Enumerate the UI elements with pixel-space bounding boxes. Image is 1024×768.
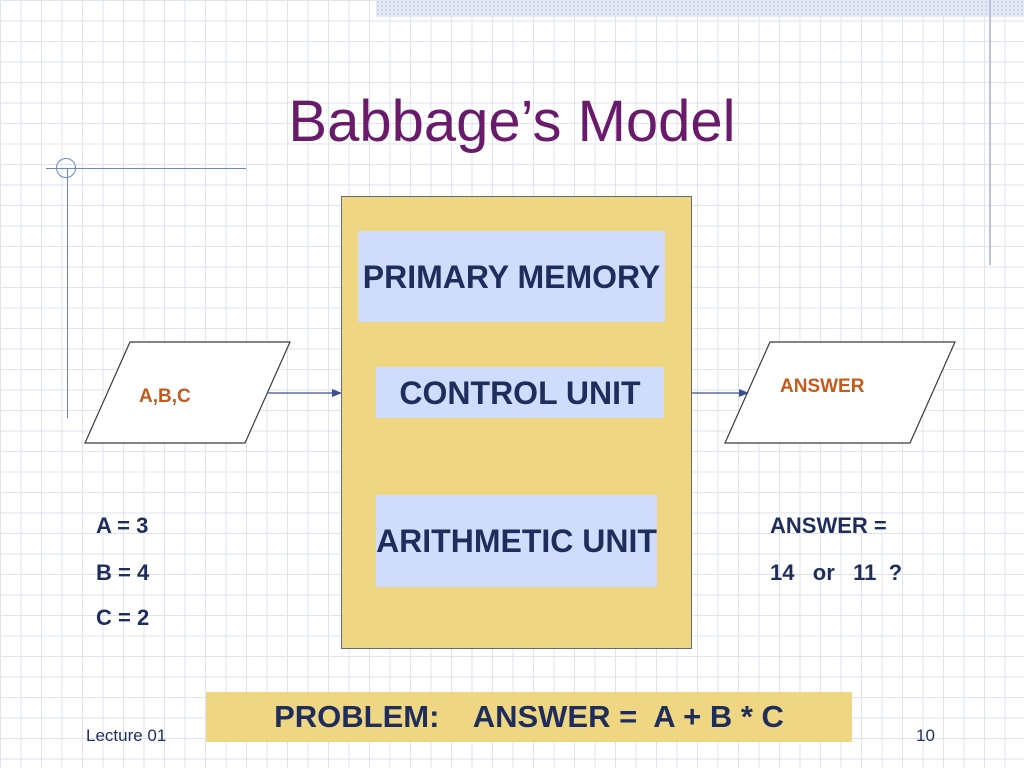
primary-memory-block: PRIMARY MEMORY: [358, 231, 665, 322]
problem-statement: PROBLEM: ANSWER = A + B * C: [206, 692, 852, 742]
footer-page-number: 10: [916, 726, 935, 745]
variable-a: A = 3: [96, 513, 149, 538]
decorative-rule-horizontal: [46, 168, 246, 169]
variable-b: B = 4: [96, 560, 150, 585]
decorative-circle-icon: [56, 158, 76, 178]
decorative-rule-vertical: [67, 168, 68, 418]
variable-c: C = 2: [96, 605, 150, 630]
output-label: ANSWER: [780, 376, 865, 397]
footer-lecture: Lecture 01: [86, 726, 167, 745]
slide-title: Babbage’s Model: [288, 89, 736, 154]
arithmetic-unit-block: ARITHMETIC UNIT: [376, 495, 657, 587]
control-unit-block: CONTROL UNIT: [376, 367, 664, 418]
input-label: A,B,C: [139, 386, 191, 407]
header-band: [376, 0, 1024, 17]
answer-heading: ANSWER =: [770, 513, 887, 538]
answer-values: 14 or 11 ?: [770, 560, 903, 585]
decorative-rule-right: [989, 0, 991, 265]
